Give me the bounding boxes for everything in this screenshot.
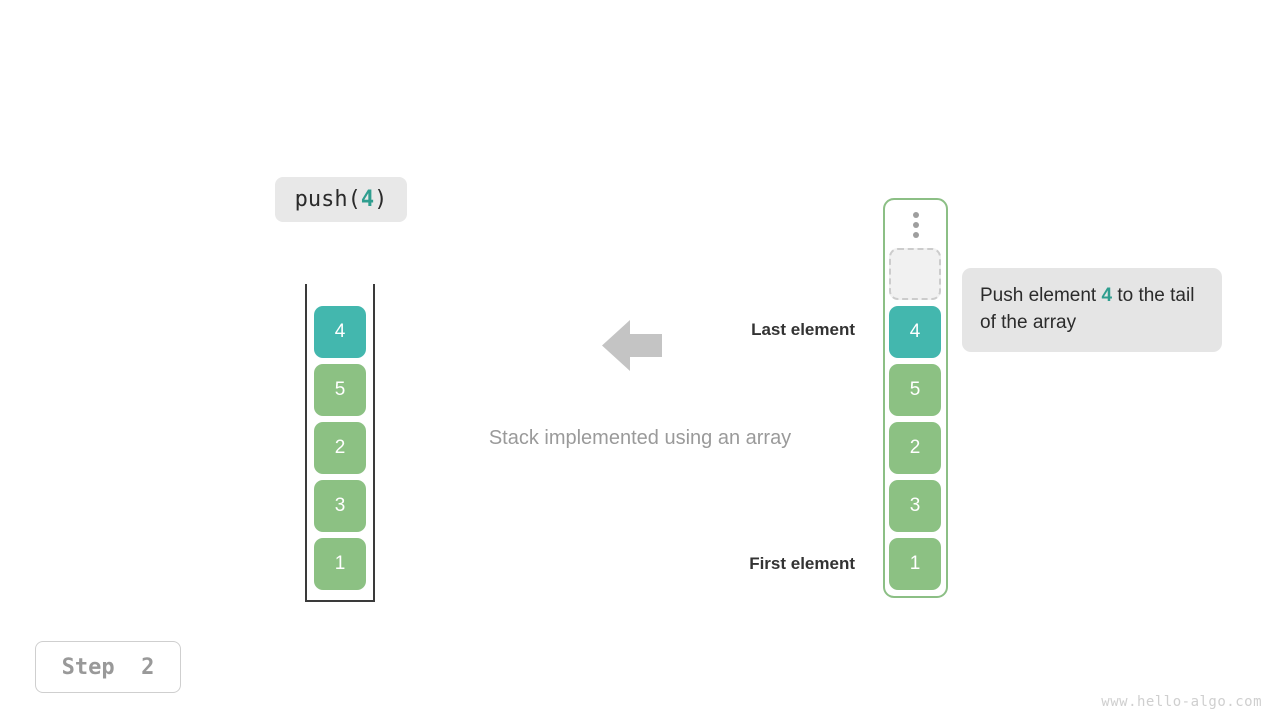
stack-item: 4: [314, 306, 366, 358]
operation-value: 4: [360, 187, 375, 212]
vertical-ellipsis-icon: [885, 212, 946, 238]
tooltip-callout: Push element 4 to the tail of the array: [962, 268, 1222, 352]
stack-container: 4 5 2 3 1: [305, 284, 375, 602]
stack-wall-left: [305, 284, 307, 602]
tooltip-text-before: Push element: [980, 285, 1102, 306]
label-last-element: Last element: [751, 320, 855, 339]
operation-suffix: ): [374, 187, 388, 212]
array-item-list: 4 5 2 3 1: [889, 248, 941, 590]
stack-wall-right: [373, 284, 375, 602]
array-empty-slot: [889, 248, 941, 300]
array-item: 4: [889, 306, 941, 358]
stack-item: 5: [314, 364, 366, 416]
ellipsis-dot: [912, 212, 919, 218]
left-arrow-icon: [602, 318, 662, 373]
stack-floor: [305, 600, 375, 602]
ellipsis-dot: [912, 222, 919, 228]
label-first-element: First element: [749, 554, 855, 573]
array-item: 3: [889, 480, 941, 532]
array-item: 5: [889, 364, 941, 416]
tooltip-text-after: to the tail of the array: [980, 285, 1195, 333]
stack-caption: Stack implemented using an array: [488, 427, 792, 449]
stack-item: 2: [314, 422, 366, 474]
operation-label: push(4): [275, 177, 407, 222]
ellipsis-dot: [912, 232, 919, 238]
watermark: www.hello-algo.com: [1101, 694, 1262, 710]
stack-item: 1: [314, 538, 366, 590]
tooltip-value: 4: [1101, 285, 1113, 306]
array-item: 2: [889, 422, 941, 474]
array-container: 4 5 2 3 1: [883, 198, 948, 598]
stack-item: 3: [314, 480, 366, 532]
operation-prefix: push(: [294, 187, 361, 212]
stack-item-list: 4 5 2 3 1: [314, 306, 366, 590]
step-badge: Step 2: [35, 641, 181, 693]
array-item: 1: [889, 538, 941, 590]
